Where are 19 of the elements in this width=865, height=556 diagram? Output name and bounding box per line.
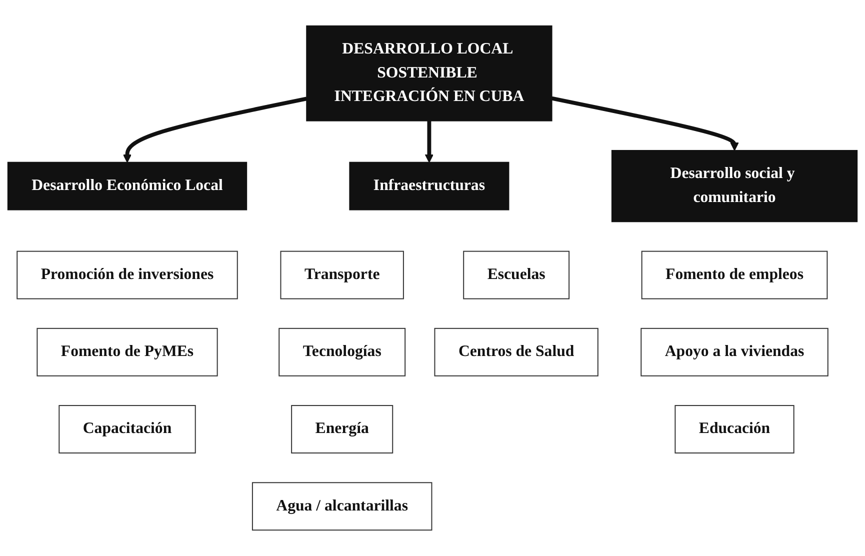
- node-box: Promoción de inversiones: [16, 250, 238, 300]
- node-box: Educación: [674, 405, 794, 454]
- node-box: Escuelas: [463, 250, 570, 300]
- node-box: Desarrollo Económico Local: [7, 162, 248, 210]
- node-box: Fomento de PyMEs: [36, 328, 218, 376]
- node-box: DESARROLLO LOCAL SOSTENIBLE INTEGRACIÓN EN CUBA: [306, 25, 552, 122]
- node-box: Fomento de empleos: [641, 250, 828, 300]
- node-box: Transporte: [280, 250, 404, 300]
- node-box: Capacitación: [58, 405, 196, 454]
- arrow: [122, 96, 308, 163]
- node-box: Apoyo a la viviendas: [640, 328, 828, 376]
- node-box: Desarrollo social y comunitario: [611, 150, 858, 222]
- node-box: Centros de Salud: [434, 328, 598, 376]
- node-box: Infraestructuras: [349, 162, 510, 210]
- node-box: Agua / alcantarillas: [252, 482, 432, 531]
- node-box: Energía: [291, 405, 394, 454]
- node-box: Tecnologías: [278, 328, 406, 376]
- arrow: [424, 120, 434, 163]
- arrow: [551, 96, 739, 151]
